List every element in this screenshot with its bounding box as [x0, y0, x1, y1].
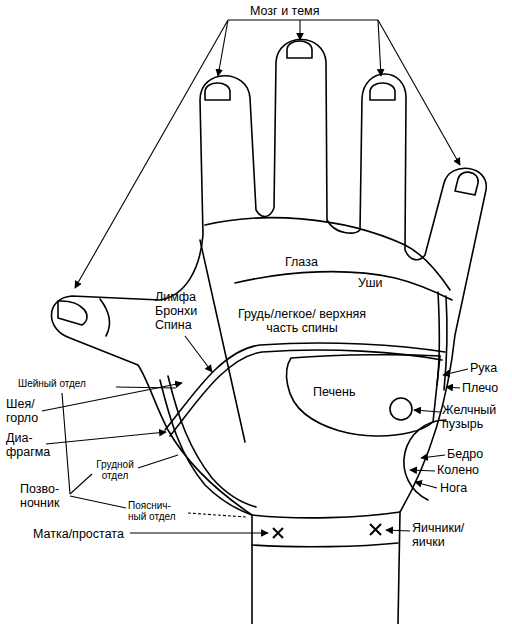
leader-arrow [75, 20, 228, 288]
zone-label: Диа- фрагма [6, 431, 48, 459]
zone-label: Яичники/ яички [412, 521, 492, 549]
leader-arrow [443, 369, 468, 375]
zone-label: Бедро [447, 447, 483, 461]
leader-arrow [421, 455, 445, 458]
leader-line [228, 19, 378, 20]
zone-line [170, 350, 442, 436]
leader-arrow [378, 20, 460, 165]
leader-arrow [386, 530, 410, 531]
fingernail [455, 172, 478, 195]
leader-arrow [299, 20, 300, 40]
zone-outline-path [287, 355, 440, 436]
zone-label: Колено [437, 463, 479, 477]
bracket-line [70, 474, 92, 494]
zone-line [165, 343, 445, 430]
wrist-line [252, 512, 400, 518]
zone-label: Пояснич- ный отдел [128, 500, 186, 522]
leader-line [188, 513, 246, 517]
zone-line [205, 218, 450, 290]
zone-label: Грудь/легкое/ верхняя часть спины [222, 307, 382, 335]
zone-label: Глаза [285, 255, 318, 269]
cross-mark [273, 528, 283, 538]
fingernail [370, 83, 395, 100]
bracket-line [62, 393, 70, 494]
zone-name: Печень [313, 385, 355, 399]
leader-line [116, 387, 176, 388]
zone-label: Лимфа Бронхи Спина [155, 290, 207, 332]
zone-label: Уши [358, 276, 382, 290]
leader-arrow [46, 432, 166, 444]
leader-arrow [218, 20, 228, 76]
gallbladder [390, 398, 412, 420]
zone-line [200, 240, 245, 442]
wrist-line [252, 543, 398, 547]
zone-label: Позво- ночник [20, 482, 68, 510]
zone-label: Шея/ горло [6, 397, 44, 425]
leader-arrow [185, 336, 212, 372]
leader-arrow [415, 482, 437, 488]
zone-outline [283, 352, 443, 444]
thumb-crease [100, 299, 109, 336]
zone-line [444, 296, 447, 390]
leader-line [138, 455, 178, 468]
leader-arrow [410, 470, 435, 471]
leader-arrow [414, 410, 440, 412]
zone-label: Желчный пузырь [442, 403, 504, 431]
fingernail [205, 83, 230, 100]
zone-label: Рука [470, 361, 497, 375]
zone-line [235, 272, 452, 300]
zone-label: Грудной отдел [92, 459, 138, 481]
leader-arrow [446, 387, 460, 388]
zone-label: Нога [440, 481, 467, 495]
zone-label: Мозг и темя [250, 4, 319, 18]
zone-label: Матка/простата [33, 527, 124, 541]
fingernail [58, 301, 87, 325]
leader-arrow [130, 532, 268, 533]
fingernail [287, 41, 312, 58]
bracket-line [70, 496, 126, 508]
spine-line [168, 376, 256, 507]
zone-label: Шейный отдел [18, 378, 86, 389]
organ-zone: Печень [283, 352, 443, 444]
cross-mark [370, 524, 381, 535]
leader-arrow [378, 20, 381, 76]
zone-label: Плечо [462, 381, 498, 395]
